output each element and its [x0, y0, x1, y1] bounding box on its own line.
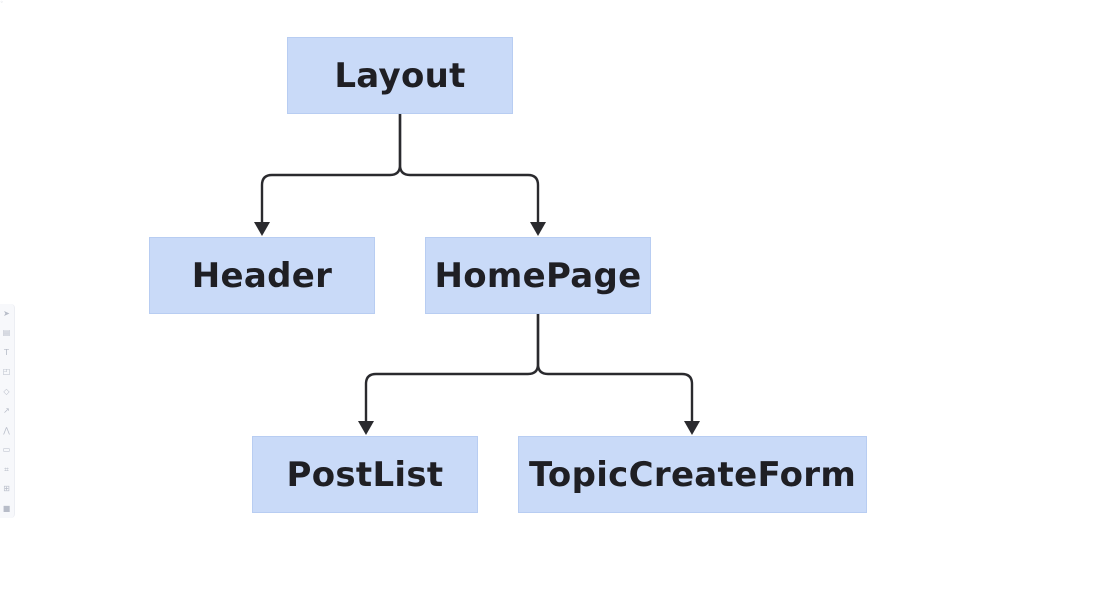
arrowhead-header [254, 222, 270, 236]
comment-icon[interactable]: ▭ [2, 444, 11, 454]
arrowhead-homepage [530, 222, 546, 236]
node-header[interactable]: Header [149, 237, 375, 314]
node-postlist-label: PostList [286, 454, 444, 495]
node-postlist[interactable]: PostList [252, 436, 478, 513]
node-layout[interactable]: Layout [287, 37, 513, 114]
arrowhead-topiccreateform [684, 421, 700, 435]
connector-layout-header [260, 112, 402, 230]
upload-icon[interactable]: ⊞ [3, 483, 10, 493]
node-header-label: Header [191, 255, 333, 296]
template-icon[interactable]: ▤ [2, 327, 11, 337]
arrowhead-postlist [358, 421, 374, 435]
node-homepage[interactable]: HomePage [425, 237, 651, 314]
connector-homepage-postlist [364, 312, 540, 429]
node-layout-label: Layout [334, 55, 466, 96]
more-apps-icon[interactable]: ■ [2, 503, 11, 513]
text-icon[interactable]: T [4, 347, 9, 357]
sticky-note-icon[interactable]: ◰ [2, 366, 11, 376]
connector-homepage-topiccreateform [536, 312, 694, 429]
node-topiccreateform-label: TopicCreateForm [528, 454, 857, 495]
node-topiccreateform[interactable]: TopicCreateForm [518, 436, 867, 513]
connector-line-icon[interactable]: ↗ [3, 405, 10, 415]
pointer-icon[interactable]: ➤ [3, 308, 10, 318]
node-homepage-label: HomePage [434, 255, 642, 296]
corner-handle-icon: ◦ [0, 0, 4, 6]
connector-layout-homepage [398, 112, 540, 230]
frame-icon[interactable]: ⌗ [4, 464, 9, 474]
shapes-icon[interactable]: ◇ [3, 386, 10, 396]
left-toolbar: ➤ ▤ T ◰ ◇ ↗ ⋀ ▭ ⌗ ⊞ ■ [0, 304, 15, 518]
pen-icon[interactable]: ⋀ [3, 425, 10, 435]
